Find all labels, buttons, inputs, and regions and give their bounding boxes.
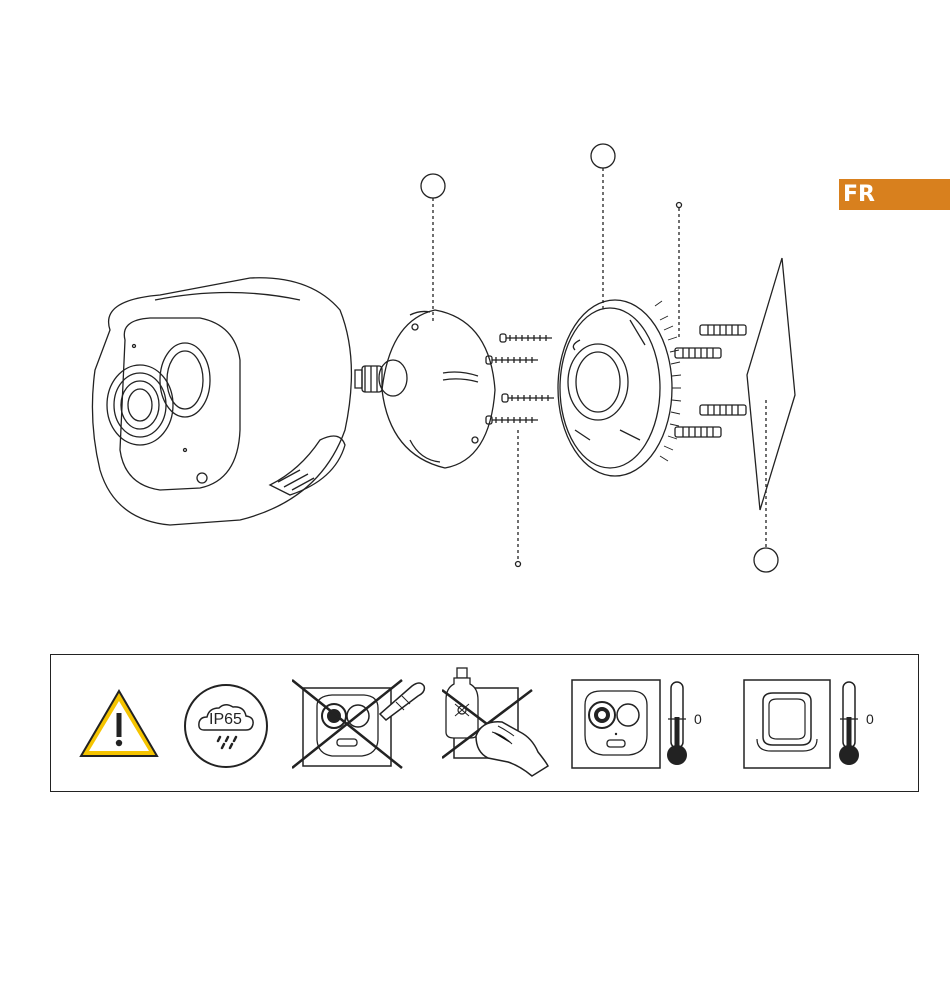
camera-temp-label: 0 [694, 711, 702, 727]
warning-triangle-icon [78, 688, 160, 760]
no-solvent-cleaning-icon [442, 666, 552, 782]
screws [486, 334, 554, 424]
mount-nut [355, 360, 407, 396]
base-temp-label: 0 [866, 711, 874, 727]
exploded-diagram [0, 0, 950, 640]
camera-body [92, 278, 351, 525]
ip-rating-label: IP65 [209, 711, 242, 729]
mount-dome [382, 310, 495, 468]
mount-base [558, 300, 681, 476]
base-temperature-icon [743, 679, 863, 771]
wall-plugs [675, 325, 746, 437]
wall-plane [747, 258, 795, 510]
no-disassembly-icon [292, 678, 432, 770]
camera-temperature-icon [571, 679, 691, 771]
callouts [421, 144, 778, 572]
